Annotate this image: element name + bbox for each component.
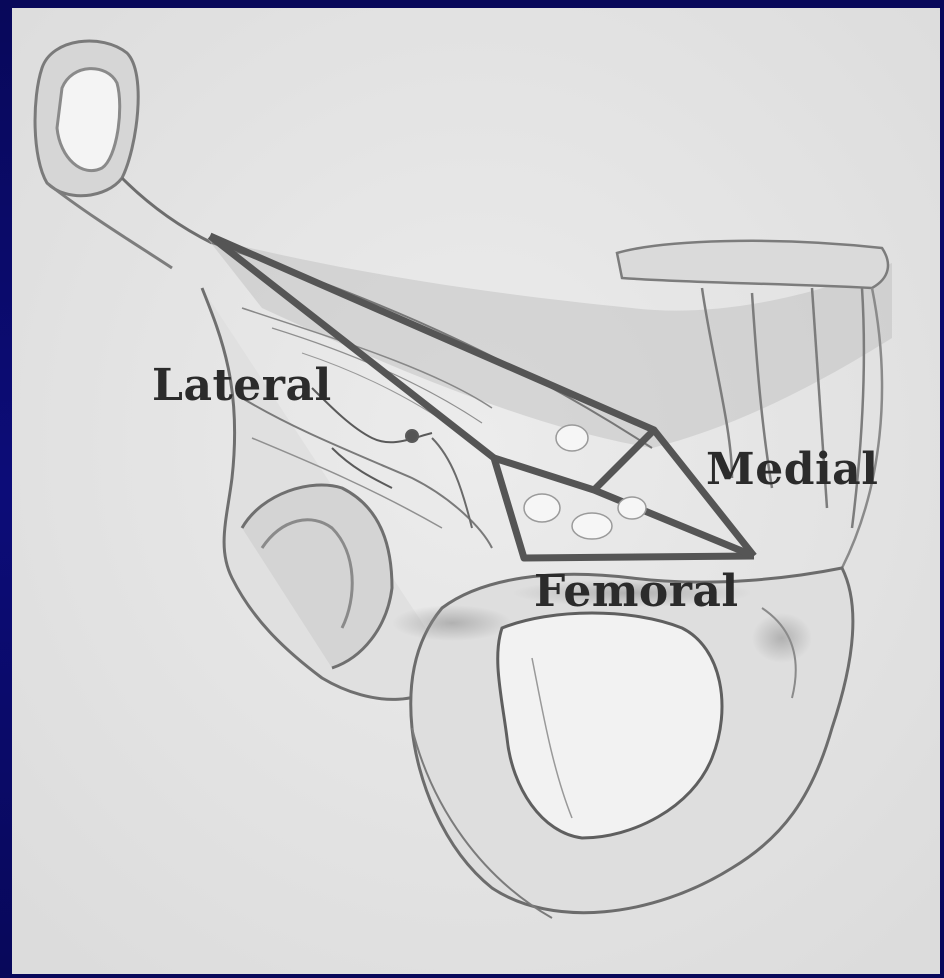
label-lateral: Lateral [152,364,332,408]
label-medial: Medial [706,448,878,492]
label-femoral: Femoral [534,570,739,614]
shadow-lateral-base [392,605,512,641]
